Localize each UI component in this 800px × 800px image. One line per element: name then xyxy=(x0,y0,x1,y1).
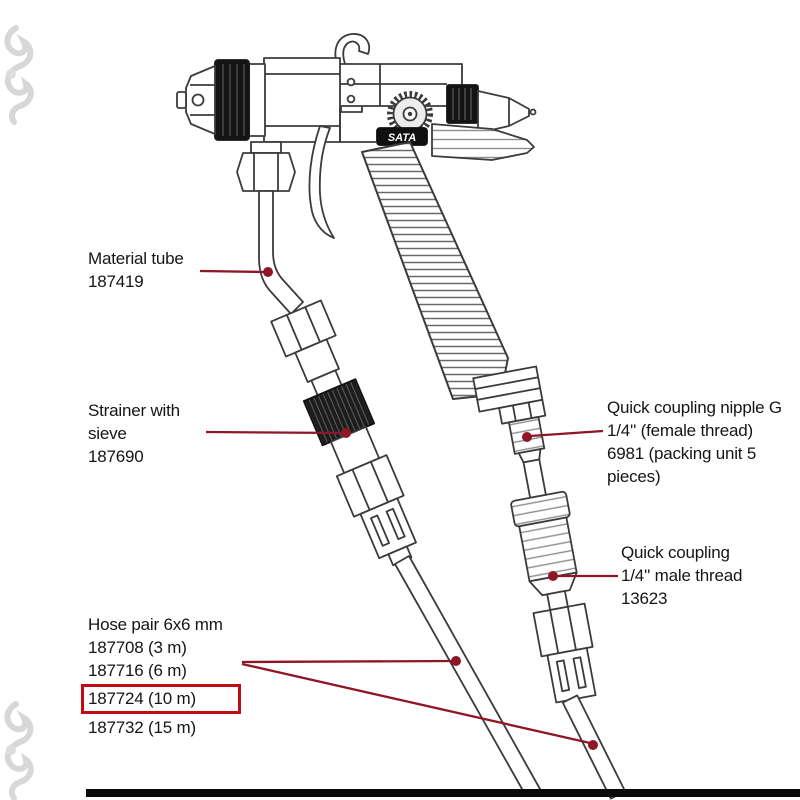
leader-hose-right xyxy=(241,662,591,745)
part-number: 187690 xyxy=(88,447,144,466)
dot-hose-right xyxy=(588,740,598,750)
inlet-hex-nut xyxy=(236,152,296,192)
spray-gun-illustration: SATA xyxy=(176,33,537,400)
part-number: pieces) xyxy=(607,467,661,486)
leader-hose-left xyxy=(241,659,453,664)
dot-quick-coupling xyxy=(548,571,558,581)
label-strainer: Strainer with sieve 187690 xyxy=(88,399,180,468)
part-name: Hose pair 6x6 mm xyxy=(88,615,223,634)
part-name: 1/4'' male thread xyxy=(621,566,743,585)
part-name: sieve xyxy=(88,424,127,443)
part-name: 1/4'' (female thread) xyxy=(607,421,753,440)
air-hose-assembly xyxy=(472,365,627,800)
label-quick-coupling: Quick coupling 1/4'' male thread 13623 xyxy=(621,541,742,610)
leader-lines xyxy=(199,267,618,750)
label-hose-pair: Hose pair 6x6 mm 187708 (3 m) 187716 (6 … xyxy=(81,613,241,739)
bottom-bar xyxy=(86,789,800,797)
leader-material-tube xyxy=(199,269,267,274)
gun-body-beam xyxy=(337,63,463,107)
fan-control-knob xyxy=(446,84,479,124)
part-number: 187716 (6 m) xyxy=(88,661,187,680)
quick-coupling-body xyxy=(518,516,578,583)
leader-strainer xyxy=(205,430,345,435)
air-adjustment-cone xyxy=(477,90,530,134)
micrometer-valve xyxy=(431,123,535,161)
hose-sleeve-right xyxy=(546,647,597,704)
highlighted-part-number: 187724 (10 m) xyxy=(81,684,241,714)
brand-text: SATA xyxy=(388,132,416,144)
leader-coupling-nipple xyxy=(529,429,604,438)
material-tube xyxy=(258,190,304,315)
dot-strainer xyxy=(341,428,351,438)
part-number: 187732 (15 m) xyxy=(88,718,196,737)
part-number: 187419 xyxy=(88,272,144,291)
label-material-tube: Material tube 187419 xyxy=(88,247,184,293)
label-quick-coupling-nipple: Quick coupling nipple G 1/4'' (female th… xyxy=(607,396,782,488)
part-name: Material tube xyxy=(88,249,184,268)
part-name: Quick coupling nipple G xyxy=(607,398,782,417)
trigger xyxy=(308,125,335,239)
part-number: 13623 xyxy=(621,589,668,608)
part-name: Strainer with xyxy=(88,401,180,420)
part-number: 187708 (3 m) xyxy=(88,638,187,657)
watermark-top-left-icon xyxy=(6,28,31,122)
handle-grip xyxy=(361,141,509,400)
part-name: Quick coupling xyxy=(621,543,730,562)
part-number: 6981 (packing unit 5 xyxy=(607,444,757,463)
dot-material-tube xyxy=(263,267,273,277)
part-number-row: 187724 (10 m) xyxy=(81,682,241,716)
nozzle-tip xyxy=(191,93,205,107)
hose-left xyxy=(394,555,541,797)
dot-coupling-nipple xyxy=(522,432,532,442)
watermark-bottom-left-icon xyxy=(6,704,31,798)
dot-hose-left xyxy=(451,656,461,666)
